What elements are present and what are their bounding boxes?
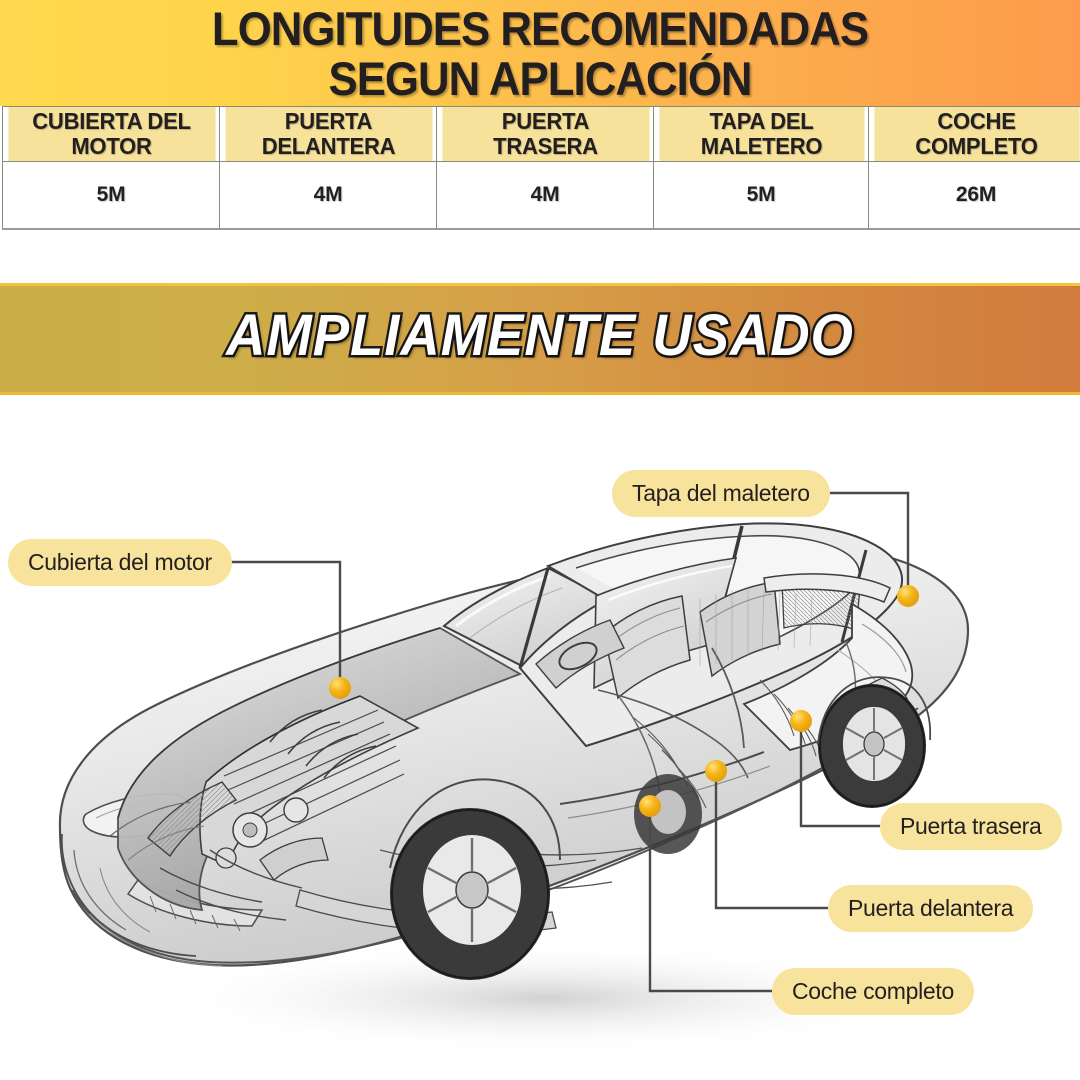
table-header-cell-front-door-line2: DELANTERA — [261, 133, 395, 159]
recommended-lengths-table: CUBIERTA DEL MOTOR PUERTA DELANTERA PUER… — [2, 106, 1080, 230]
table-header-cell-front-door-line1: PUERTA — [284, 108, 372, 134]
table-header-cell-trunk-line2: MALETERO — [700, 133, 822, 159]
recommended-lengths-table-wrapper: CUBIERTA DEL MOTOR PUERTA DELANTERA PUER… — [0, 106, 1080, 230]
callout-full-car[interactable]: Coche completo — [772, 968, 974, 1015]
table-header-row: CUBIERTA DEL MOTOR PUERTA DELANTERA PUER… — [3, 106, 1080, 162]
dot-trunk[interactable] — [897, 585, 919, 607]
table-header-cell-front-door: PUERTA DELANTERA — [223, 106, 433, 162]
table-cell-front-door-length: 4M — [219, 161, 437, 230]
callout-hood[interactable]: Cubierta del motor — [8, 539, 232, 586]
dot-front-door[interactable] — [705, 760, 727, 782]
table-header-cell-full-car-line1: COCHE — [936, 108, 1016, 134]
table-cell-trunk-length: 5M — [653, 161, 869, 230]
page-title-line1: LONGITUDES RECOMENDADAS — [211, 2, 869, 55]
table-header-cell-hood-line2: MOTOR — [70, 133, 152, 159]
table-header-cell-trunk-line1: TAPA DEL — [708, 108, 814, 134]
table-header-cell-hood: CUBIERTA DEL MOTOR — [6, 106, 216, 162]
table-row: 5M 4M 4M 5M 26M — [2, 161, 1080, 230]
callout-front-door[interactable]: Puerta delantera — [828, 885, 1034, 932]
callout-dots — [329, 585, 919, 817]
table-header-cell-rear-door-line2: TRASERA — [492, 133, 598, 159]
table-header-cell-rear-door-line1: PUERTA — [501, 108, 589, 134]
table-header-cell-trunk: TAPA DEL MALETERO — [657, 106, 865, 162]
table-header-cell-rear-door: PUERTA TRASERA — [440, 106, 650, 162]
header-banner: LONGITUDES RECOMENDADAS SEGUN APLICACIÓN — [0, 0, 1080, 106]
dot-rear-door[interactable] — [790, 710, 812, 732]
table-header-cell-hood-line1: CUBIERTA DEL — [31, 108, 191, 134]
car-diagram: Cubierta del motor Tapa del maletero Pue… — [0, 398, 1080, 1080]
table-header-cell-full-car: COCHE COMPLETO — [872, 106, 1080, 162]
callout-trunk[interactable]: Tapa del maletero — [612, 470, 830, 517]
dot-hood[interactable] — [329, 677, 351, 699]
widely-used-banner-text: AMPLIAMENTE USADO — [224, 301, 856, 371]
table-header-cell-full-car-line2: COMPLETO — [914, 133, 1038, 159]
page-title-line2: SEGUN APLICACIÓN — [328, 52, 752, 105]
callout-rear-door[interactable]: Puerta trasera — [880, 803, 1062, 850]
widely-used-banner: AMPLIAMENTE USADO — [0, 283, 1080, 395]
table-cell-rear-door-length: 4M — [436, 161, 654, 230]
page-title: LONGITUDES RECOMENDADAS SEGUN APLICACIÓN — [38, 4, 1042, 104]
table-cell-full-car-length: 26M — [868, 161, 1080, 230]
dot-full-car[interactable] — [639, 795, 661, 817]
table-cell-hood-length: 5M — [2, 161, 220, 230]
